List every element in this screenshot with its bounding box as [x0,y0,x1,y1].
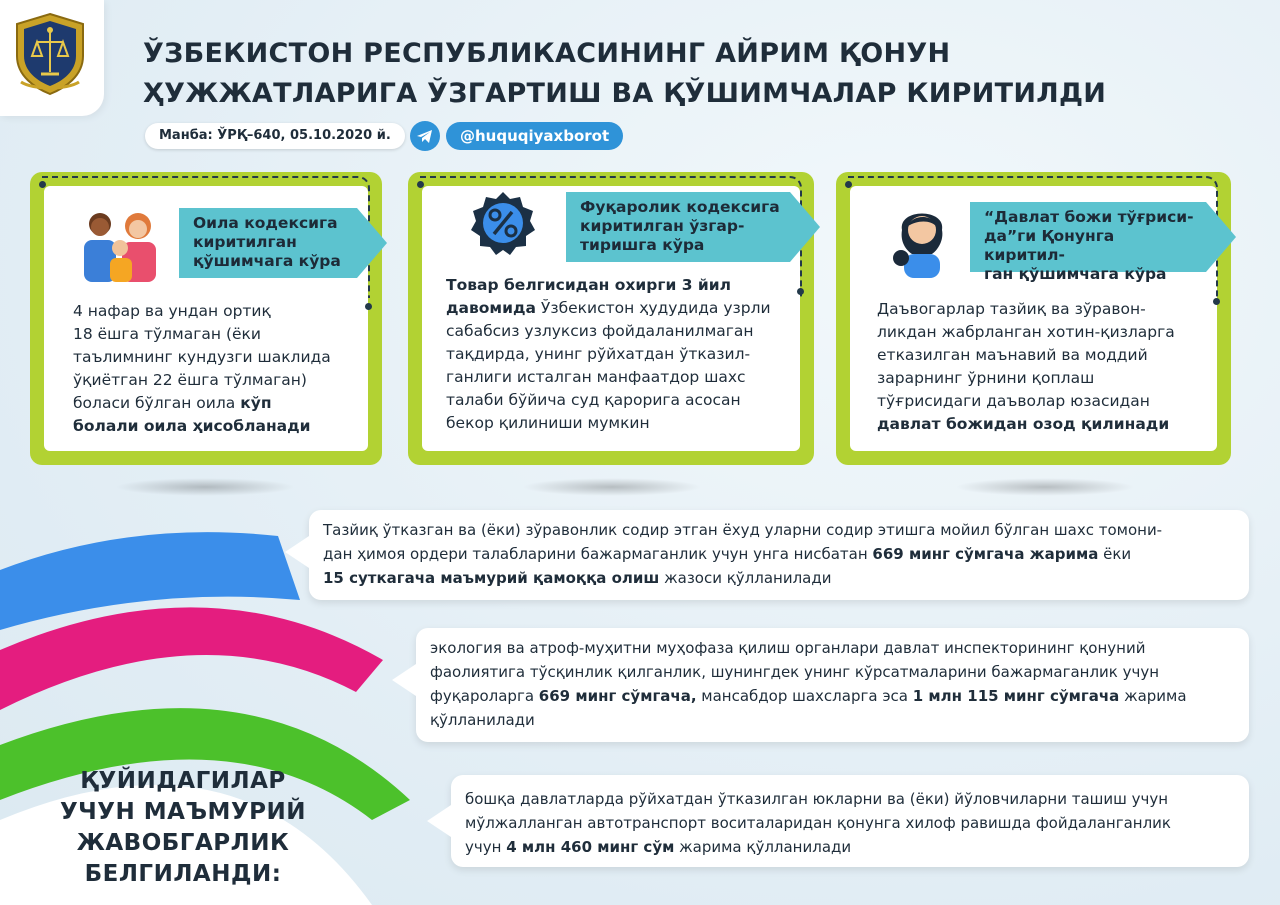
card-line: болали оила ҳисобланади [73,417,311,435]
bubble-line: Тазйиқ ўтказган ва (ёки) зўравонлик соди… [323,521,1163,539]
card-line: ўқиётган 22 ёшга тўлмаган) [73,371,307,389]
card-corner-dot [365,303,372,310]
card-shadow [522,478,702,496]
heading-arrow [357,208,387,278]
card-heading-line: да”ги Қонунга киритил- [984,227,1115,264]
bubble-line: учун 4 млн 460 минг сўм жарима қўлланила… [465,838,852,856]
card-body-text: 4 нафар ва ундан ортиқ 18 ёшга тўлмаган … [73,300,363,438]
bubble-line: дан ҳимоя ордери талабларини бажармаганл… [323,545,1132,563]
bubble-line: мўлжалланган автотранспорт воситаларидан… [465,814,1171,832]
heading-line: БЕЛГИЛАНДИ: [84,861,282,887]
card-heading-line: ган қўшимчага кўра [984,265,1167,283]
card-line: Товар белгисидан охирги 3 йил [446,276,731,294]
bubble-line: фаолиятига тўсқинлик қилганлик, шунингде… [430,663,1160,681]
heading-line: УЧУН МАЪМУРИЙ [59,799,307,825]
source-label: Манба: ЎРҚ–640, 05.10.2020 й. [145,123,405,149]
card-heading-line: қўшимчага кўра [193,252,341,270]
bubble-line: бошқа давлатларда рўйхатдан ўтказилган ю… [465,790,1169,808]
card-line: ганлиги исталган манфаатдор шахс [446,368,746,386]
title-line-1: ЎЗБЕКИСТОН РЕСПУБЛИКАСИНИНГ АЙРИМ ҚОНУН [143,38,951,69]
card-line: 18 ёшга тўлмаган (ёки [73,325,261,343]
percent-badge-icon [471,192,535,255]
card-heading-line: тиришга кўра [580,236,705,254]
card-line: боласи бўлган оила кўп [73,394,272,412]
card-heading-line: киритилган ўзгар- [580,217,745,235]
card-heading-line: “Давлат божи тўғриси- [984,208,1194,226]
card-corner-dot [797,288,804,295]
card-body-text: Товар белгисидан охирги 3 йил давомида Ў… [446,274,796,435]
heading-line: ҚУЙИДАГИЛАР [80,768,286,794]
bubble-line: фуқароларга 669 минг сўмгача, мансабдор … [430,687,1187,705]
card-heading-line: киритилган [193,233,297,251]
arc-blue [0,532,300,630]
card-line: 4 нафар ва ундан ортиқ [73,302,271,320]
card-line: зарарнинг ўрнини қоплаш [877,369,1095,387]
title-line-2: ҲУЖЖАТЛАРИГА ЎЗГАРТИШ ВА ҚЎШИМЧАЛАР КИРИ… [143,78,1107,109]
card-heading-line: Фуқаролик кодексига [580,198,780,216]
arc-green [0,708,410,820]
heading-arrow [1206,202,1236,272]
logo-card [0,0,104,116]
bubble-tail [285,536,309,568]
card-heading-badge: Фуқаролик кодексига киритилган ўзгар- ти… [566,192,820,262]
telegram-handle-link[interactable]: @huquqiyaxborot [446,122,624,150]
family-icon [84,213,156,282]
bubble-tail [427,805,451,837]
card-heading-badge: Оила кодексига киритилган қўшимчага кўра [179,208,387,278]
telegram-icon[interactable] [410,121,440,151]
page-title: ЎЗБЕКИСТОН РЕСПУБЛИКАСИНИНГ АЙРИМ ҚОНУН … [143,34,1243,114]
penalty-bubble: бошқа давлатларда рўйхатдан ўтказилган ю… [427,775,1249,867]
card-line: талаби бўйича суд қарорига асосан [446,391,741,409]
card-corner-dot [417,181,424,188]
card-line: бекор қилиниши мумкин [446,414,650,432]
bubble-tail [392,664,416,696]
rainbow-arcs [0,532,410,905]
card-corner-dot [39,181,46,188]
heading-arrow [790,192,820,262]
card-line: ликдан жабрланган хотин-қизларга [877,323,1175,341]
liability-heading: ҚУЙИДАГИЛАР УЧУН МАЪМУРИЙ ЖАВОБГАРЛИК БЕ… [58,766,308,890]
card-corner-dot [1213,298,1220,305]
card-line: давлат божидан озод қилинади [877,415,1170,433]
card-line: тўғрисидаги даъволар юзасидан [877,392,1150,410]
bubble-line: қўлланилади [430,711,535,729]
card-heading-line: Оила кодексига [193,214,338,232]
arc-white-center [0,784,372,905]
card-shadow [955,478,1135,496]
card-line: давомида Ўзбекистон ҳудудида узрли [446,299,771,317]
bubble-line: экология ва атроф-муҳитни муҳофаза қилиш… [430,639,1146,657]
card-body-text: Даъвогарлар тазйиқ ва зўравон- ликдан жа… [877,298,1217,436]
card-corner-dot [845,181,852,188]
bubble-line: 15 суткагача маъмурий қамоққа олиш жазос… [323,569,832,587]
card-line: Даъвогарлар тазйиқ ва зўравон- [877,300,1146,318]
card-line: сабабсиз узлуксиз фойдаланилмаган [446,322,754,340]
penalty-bubble: Тазйиқ ўтказган ва (ёки) зўравонлик соди… [285,510,1249,600]
ministry-emblem-icon [16,12,84,96]
card-line: етказилган маънавий ва моддий [877,346,1148,364]
penalty-bubble: экология ва атроф-муҳитни муҳофаза қилиш… [392,628,1249,742]
card-line: таълимнинг кундузги шаклида [73,348,331,366]
woman-icon [893,213,943,278]
heading-line: ЖАВОБГАРЛИК [76,830,290,856]
card-shadow [115,478,295,496]
card-line: тақдирда, унинг рўйхатдан ўтказил- [446,345,751,363]
card-heading-badge: “Давлат божи тўғриси- да”ги Қонунга кири… [970,202,1236,283]
arc-pink [0,607,383,710]
